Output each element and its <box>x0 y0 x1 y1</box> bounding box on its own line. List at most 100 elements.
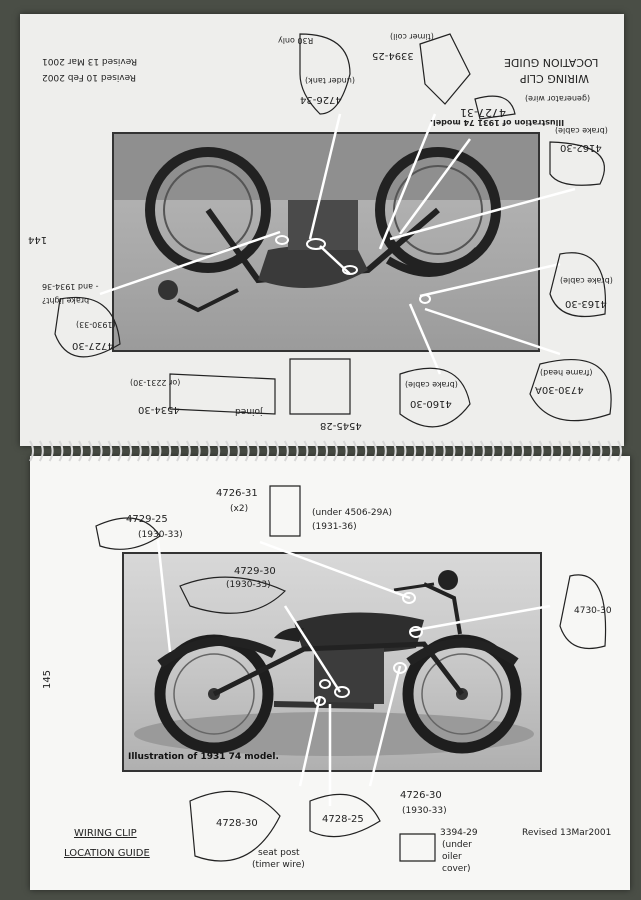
spiral-coil <box>479 440 485 462</box>
spiral-coil <box>411 440 417 462</box>
leader-lines-bottom <box>95 485 607 862</box>
spiral-coil <box>607 440 613 462</box>
label-4726-31-qty: (x2) <box>230 504 249 514</box>
label-4162-30: 4162-30 <box>560 142 602 153</box>
motorcycle-illustration-bottom <box>134 570 534 756</box>
label-or-2231-30: (or 2231-30) <box>130 378 181 387</box>
label-brake-cable-1: (brake cable) <box>555 126 608 135</box>
spiral-coil <box>509 440 515 462</box>
spiral-coil <box>127 440 132 462</box>
label-brake-light: brake light? <box>42 296 90 305</box>
spiral-coil <box>97 440 103 462</box>
spiral-coil <box>528 440 534 462</box>
label-4729-30: 4729-30 <box>234 566 276 577</box>
label-seat-post: seat post <box>258 848 300 858</box>
label-joined: joined <box>235 406 263 416</box>
label-generator-wire: (generator wire) <box>525 94 591 103</box>
spiral-coil <box>538 440 544 462</box>
label-under-4506-29a: (under 4506-29A) <box>312 508 393 518</box>
spiral-coil <box>303 440 309 462</box>
spiral-coil <box>107 440 113 462</box>
spiral-coil <box>205 440 211 462</box>
label-timer-wire: (timer wire) <box>252 860 305 870</box>
label-3394-29: 3394-29 <box>440 828 478 838</box>
label-and-1934-36: - and 1934-36 <box>42 282 99 291</box>
spiral-coil <box>597 440 603 462</box>
spiral-coil <box>489 440 495 462</box>
leader-lines-top <box>54 33 612 428</box>
spiral-coil <box>332 440 338 462</box>
spiral-coil <box>136 440 142 462</box>
footer-title-line2: LOCATION GUIDE <box>64 848 150 859</box>
label-4726-31: 4726-31 <box>216 488 258 499</box>
label-4726-30-years: (1930-33) <box>402 806 447 816</box>
spiral-coil <box>166 440 172 462</box>
top-revision-2: Revised 10 Feb 2002 <box>42 72 137 82</box>
spiral-coil <box>146 440 152 462</box>
spiral-coil <box>58 440 64 462</box>
spiral-coil <box>87 440 93 462</box>
label-brake-cable-2: (brake cable) <box>560 276 613 285</box>
top-photo-caption: Illustration of 1931 74 model. <box>430 118 565 127</box>
spiral-coil <box>244 440 250 462</box>
spiral-coil <box>38 440 44 462</box>
spiral-coil <box>470 440 475 462</box>
label-1930-33-top: (1930-33) <box>76 320 116 329</box>
spiral-coil <box>29 440 34 462</box>
spiral-coil <box>450 440 456 462</box>
spiral-coil <box>78 440 83 462</box>
spiral-coil <box>519 440 524 462</box>
label-frame-head: (frame head) <box>540 368 593 377</box>
top-revision-1: Revised 13 Mar 2001 <box>42 56 138 66</box>
spiral-coil <box>558 440 564 462</box>
spiral-coil <box>587 440 593 462</box>
spiral-coil <box>283 440 289 462</box>
spiral-coil <box>176 440 181 462</box>
spiral-coil <box>225 440 230 462</box>
spiral-coil <box>313 440 319 462</box>
label-4728-25: 4728-25 <box>322 814 364 825</box>
label-4727-30: 4727-30 <box>72 340 114 351</box>
spiral-coil <box>568 440 573 462</box>
footer-title-line1: WIRING CLIP <box>74 828 137 839</box>
label-4728-30: 4728-30 <box>216 818 258 829</box>
label-under: (under <box>442 840 472 850</box>
spiral-coil <box>430 440 436 462</box>
label-4726-34: 4726-34 <box>300 94 342 105</box>
label-4727-31: 4727-31 <box>460 106 506 119</box>
label-cover: cover) <box>442 864 471 874</box>
label-3394-25: 3394-25 <box>372 50 414 61</box>
label-4729-25: 4729-25 <box>126 514 168 525</box>
spiral-coil <box>195 440 201 462</box>
spiral-coil <box>401 440 407 462</box>
motorcycle-illustration-top <box>114 134 538 313</box>
label-r30-only: R30 only <box>278 36 314 45</box>
spiral-coil <box>391 440 397 462</box>
spiral-coil <box>460 440 466 462</box>
label-1931-36: (1931-36) <box>312 522 357 532</box>
label-4534-30: 4534-30 <box>138 404 180 415</box>
spiral-coil <box>577 440 583 462</box>
top-title-line1: LOCATION GUIDE <box>504 56 599 69</box>
top-page-number: 144 <box>28 234 48 245</box>
bottom-page-number: 145 <box>42 669 54 690</box>
spiral-coil <box>68 440 74 462</box>
spiral-coil <box>156 440 162 462</box>
spiral-coil <box>264 440 270 462</box>
label-under-tank: (under tank) <box>305 76 355 85</box>
spiral-coil <box>274 440 279 462</box>
spiral-coil <box>548 440 554 462</box>
spiral-coil <box>254 440 260 462</box>
label-4730-30a: 4730-30A <box>535 384 584 395</box>
spiral-coil <box>362 440 368 462</box>
top-page: 144 LOCATION GUIDE WIRING CLIP Revised 1… <box>20 14 624 446</box>
spiral-binding <box>29 440 622 462</box>
spiral-coil <box>617 440 622 462</box>
label-brake-cable-3: (brake cable) <box>405 380 458 389</box>
spiral-coil <box>48 440 54 462</box>
spiral-coil <box>372 440 377 462</box>
spiral-coil <box>421 440 426 462</box>
spiral-coil <box>234 440 240 462</box>
spiral-coil <box>381 440 387 462</box>
top-title-line2: WIRING CLIP <box>520 72 589 85</box>
